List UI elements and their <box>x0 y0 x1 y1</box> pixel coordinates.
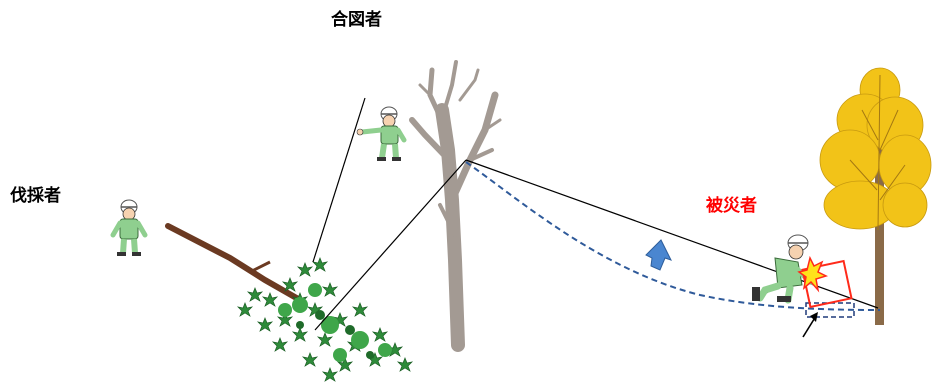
victim-label: 被災者 <box>706 196 757 216</box>
yellow-tree <box>819 67 932 325</box>
bare-tree <box>409 60 502 352</box>
feller-figure <box>110 199 148 256</box>
rope-before-position <box>465 161 881 311</box>
victim-figure <box>752 234 815 304</box>
signal-person-label: 合図者 <box>331 10 382 30</box>
signal-person-figure <box>356 106 407 161</box>
rope-lift-arrow <box>645 239 672 271</box>
impact-flash <box>797 255 853 309</box>
felled-tree <box>165 223 413 382</box>
feller-label: 伐採者 <box>10 186 61 206</box>
pointer-arrow <box>802 312 818 338</box>
